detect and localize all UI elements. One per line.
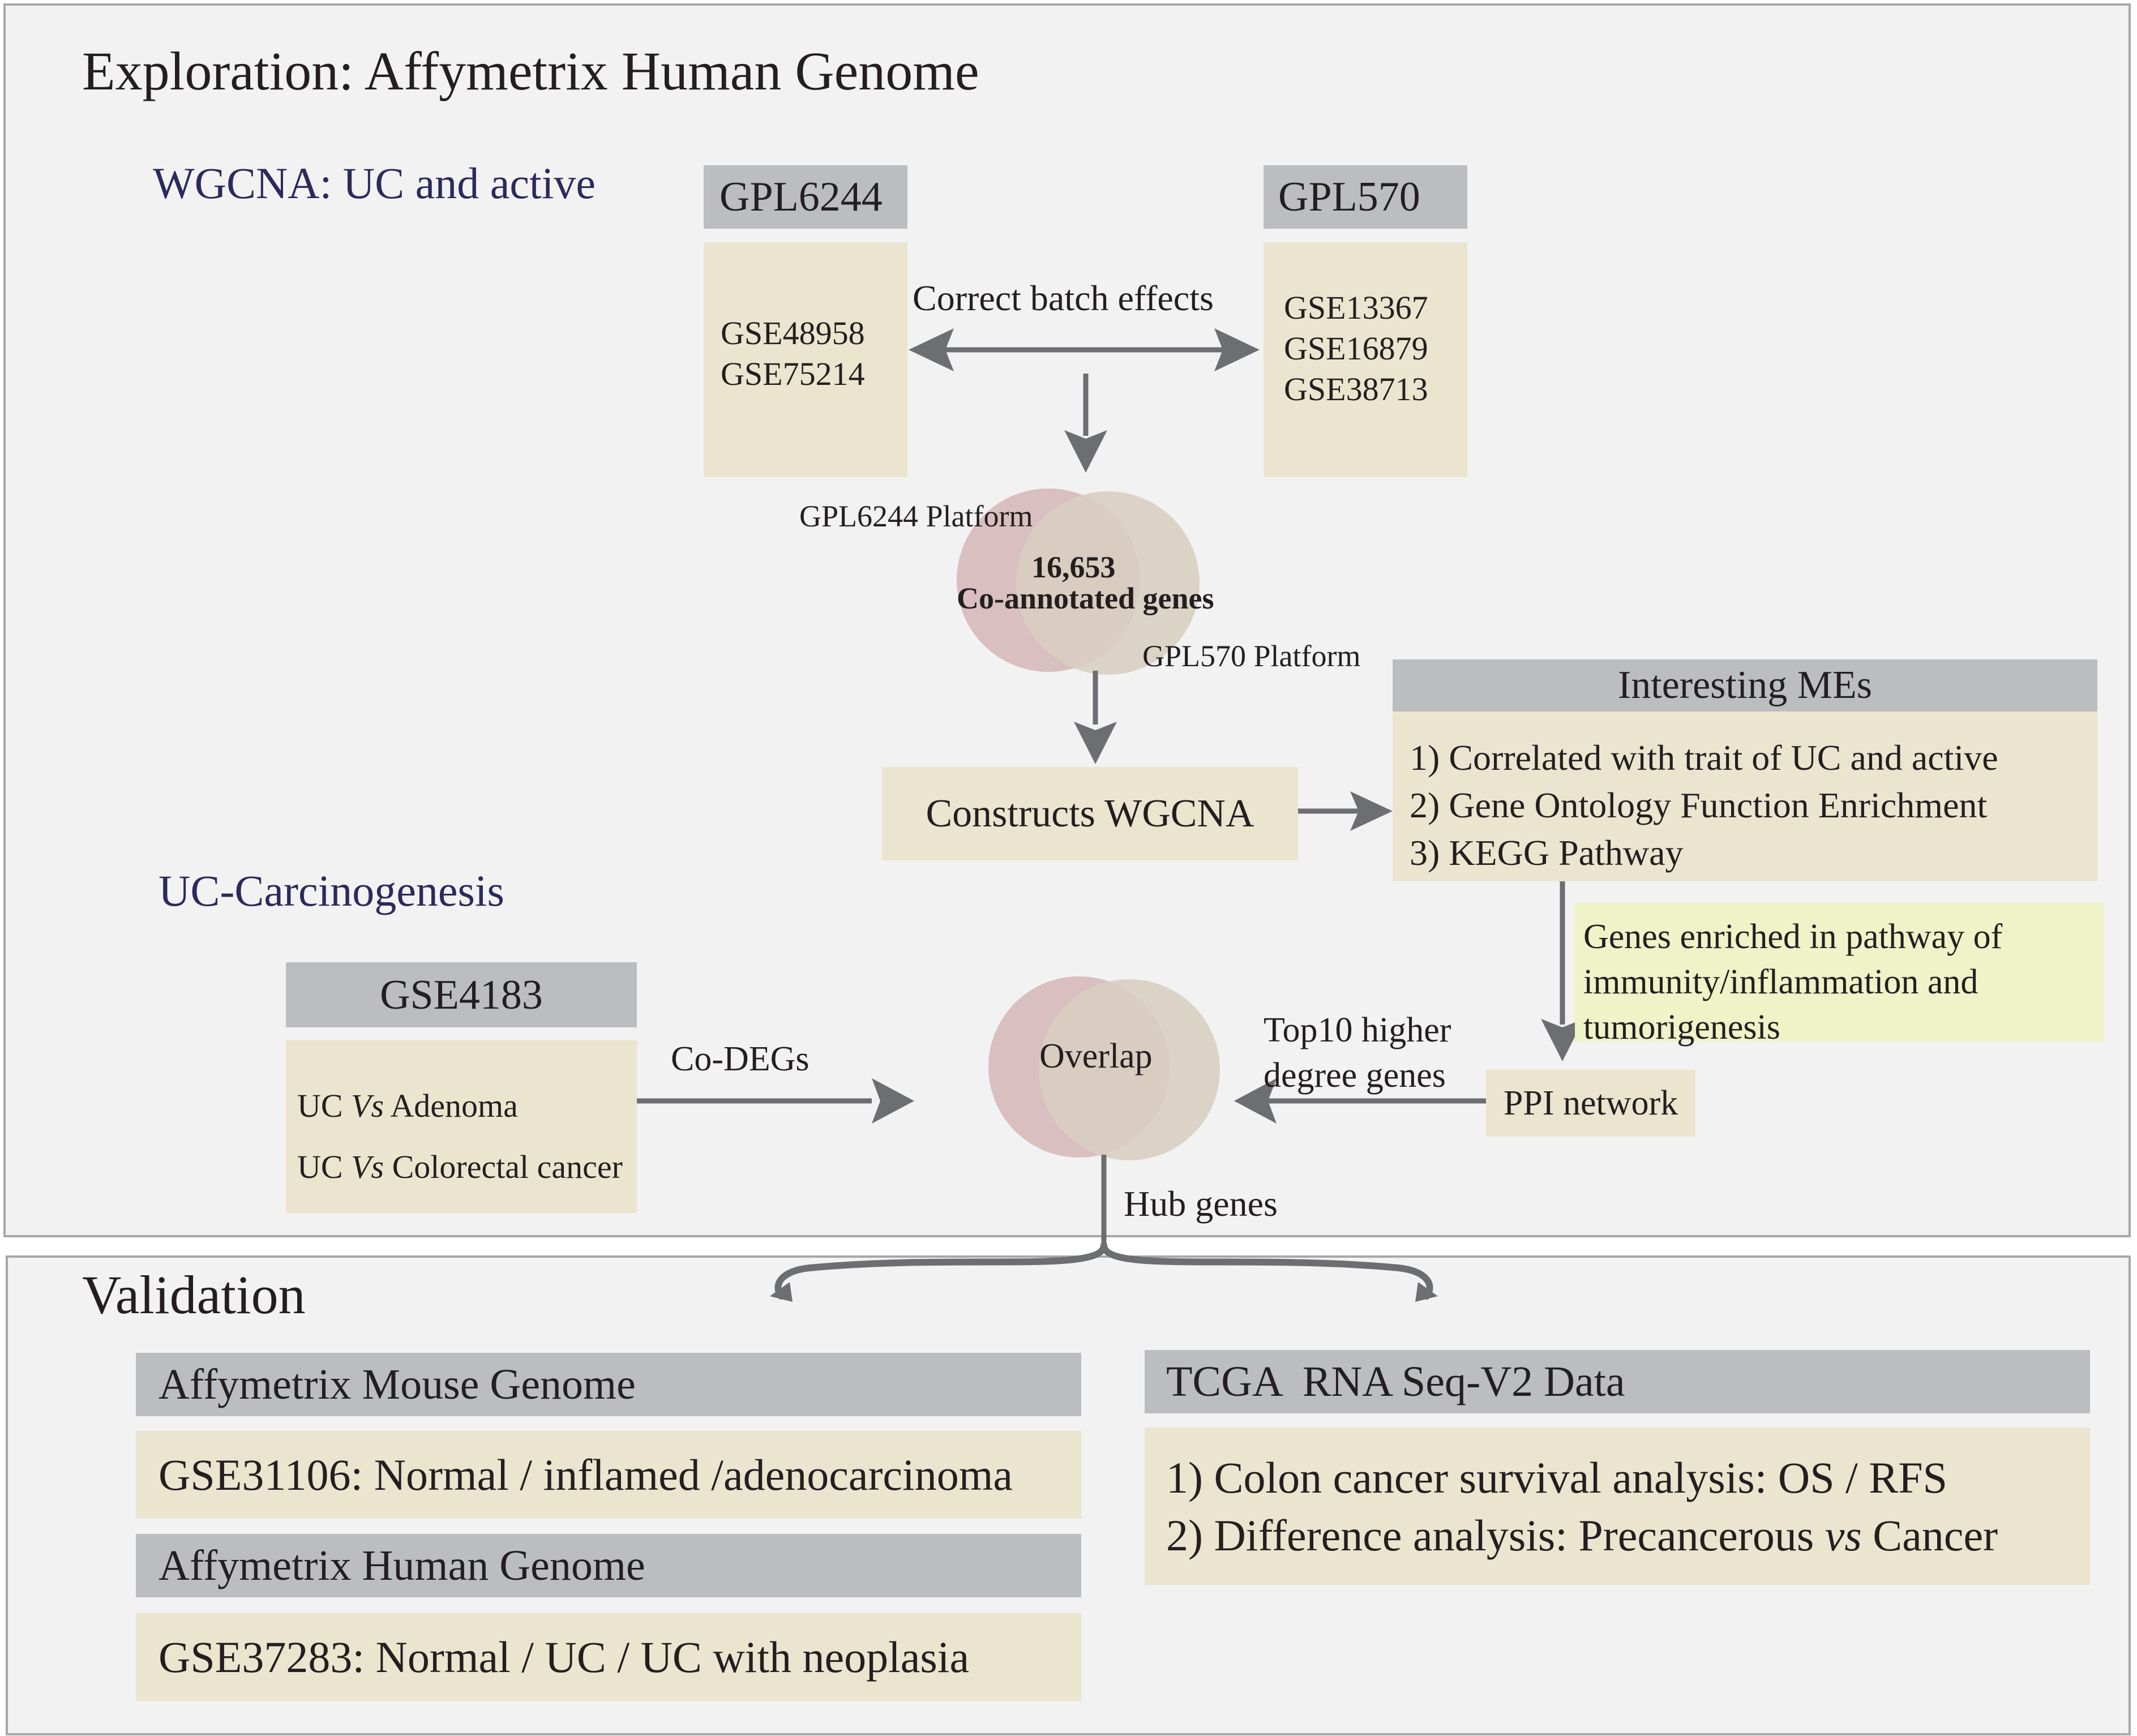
gse4183-comparisons-box: UC Vs Adenoma UC Vs Colorectal cancer bbox=[286, 1040, 637, 1213]
co-annotated-caption: Co-annotated genes bbox=[957, 581, 1214, 615]
arrow-to-ppi-head bbox=[1541, 1019, 1584, 1061]
gpl570-dataset: GSE38713 bbox=[1284, 371, 1428, 408]
ppi-to-overlap-head bbox=[1234, 1078, 1277, 1124]
gpl570-platform-label: GPL570 Platform bbox=[1142, 639, 1361, 673]
gse4183-header-text: GSE4183 bbox=[380, 971, 543, 1018]
down-arrow-venn-head bbox=[1064, 430, 1107, 473]
wgcna-section-label: WGCNA: UC and active bbox=[153, 158, 596, 208]
constructs-wgcna-text: Constructs WGCNA bbox=[926, 791, 1254, 835]
top10-label-line: degree genes bbox=[1264, 1056, 1446, 1095]
interesting-mes-box: 1) Correlated with trait of UC and activ… bbox=[1393, 711, 2097, 881]
tcga-item: 1) Colon cancer survival analysis: OS / … bbox=[1166, 1453, 1948, 1502]
mouse-genome-header-text: Affymetrix Mouse Genome bbox=[159, 1361, 636, 1408]
constructs-wgcna-box: Constructs WGCNA bbox=[882, 767, 1298, 860]
gpl6244-dataset: GSE75214 bbox=[721, 355, 865, 392]
tcga-box: 1) Colon cancer survival analysis: OS / … bbox=[1145, 1428, 2090, 1585]
gpl6244-dataset: GSE48958 bbox=[721, 315, 865, 352]
gpl570-header-text: GPL570 bbox=[1278, 174, 1420, 220]
human-genome-box: GSE37283: Normal / UC / UC with neoplasi… bbox=[136, 1613, 1081, 1701]
overlap-label: Overlap bbox=[1039, 1037, 1153, 1075]
tcga-header-text: TCGA RNA Seq-V2 Data bbox=[1166, 1358, 1625, 1405]
hub-genes-label: Hub genes bbox=[1124, 1184, 1278, 1224]
batch-effects-label: Correct batch effects bbox=[913, 278, 1214, 318]
human-genome-content: GSE37283: Normal / UC / UC with neoplasi… bbox=[159, 1632, 970, 1682]
mouse-genome-header: Affymetrix Mouse Genome bbox=[136, 1353, 1081, 1416]
venn2-right-circle bbox=[1039, 979, 1220, 1160]
validation-title: Validation bbox=[82, 1265, 306, 1325]
codegs-arrow-head bbox=[872, 1078, 914, 1124]
interesting-mes-header: Interesting MEs bbox=[1393, 659, 2097, 711]
gpl570-dataset: GSE16879 bbox=[1284, 330, 1428, 367]
arrow-to-interesting-head bbox=[1350, 791, 1393, 831]
human-genome-header-text: Affymetrix Human Genome bbox=[159, 1542, 645, 1589]
interesting-mes-item: 1) Correlated with trait of UC and activ… bbox=[1410, 738, 1998, 778]
human-genome-header: Affymetrix Human Genome bbox=[136, 1534, 1081, 1597]
ppi-network-text: PPI network bbox=[1503, 1084, 1678, 1122]
mouse-genome-box: GSE31106: Normal / inflamed /adenocarcin… bbox=[136, 1431, 1081, 1519]
mouse-genome-content: GSE31106: Normal / inflamed /adenocarcin… bbox=[159, 1450, 1013, 1499]
gpl570-header: GPL570 bbox=[1264, 165, 1467, 229]
ppi-network-box: PPI network bbox=[1486, 1070, 1695, 1137]
tcga-header: TCGA RNA Seq-V2 Data bbox=[1145, 1350, 2090, 1413]
tcga-item: 2) Difference analysis: Precancerous vs … bbox=[1166, 1511, 1998, 1560]
batch-arrow-right-head bbox=[1214, 328, 1260, 371]
gpl570-datasets-box: GSE13367 GSE16879 GSE38713 bbox=[1264, 242, 1467, 477]
gse4183-header: GSE4183 bbox=[286, 962, 637, 1027]
enriched-note-line: Genes enriched in pathway of bbox=[1583, 918, 2003, 956]
uc-carcinogenesis-label: UC-Carcinogenesis bbox=[159, 866, 504, 915]
batch-arrow-left-head bbox=[909, 328, 954, 371]
interesting-mes-item: 3) KEGG Pathway bbox=[1410, 833, 1684, 873]
top10-label: Top10 higher degree genes bbox=[1264, 1008, 1451, 1098]
top10-label-line: Top10 higher bbox=[1264, 1011, 1451, 1049]
gpl6244-platform-label: GPL6244 Platform bbox=[799, 499, 1033, 533]
venn1-gpl570-circle bbox=[1016, 491, 1200, 675]
gpl570-dataset: GSE13367 bbox=[1284, 289, 1428, 326]
enriched-note-line: tumorigenesis bbox=[1583, 1008, 1780, 1047]
co-degs-label: Co-DEGs bbox=[671, 1040, 810, 1078]
exploration-title: Exploration: Affymetrix Human Genome bbox=[82, 41, 979, 101]
co-annotated-count: 16,653 bbox=[1031, 550, 1116, 584]
interesting-mes-header-text: Interesting MEs bbox=[1617, 663, 1873, 707]
gpl6244-header-text: GPL6244 bbox=[720, 174, 883, 220]
gse4183-comparison: UC Vs Adenoma bbox=[297, 1087, 518, 1124]
down-arrow-construct-head bbox=[1074, 722, 1117, 764]
enriched-pathway-note: Genes enriched in pathway of immunity/in… bbox=[1575, 903, 2104, 1047]
gse4183-comparison: UC Vs Colorectal cancer bbox=[297, 1148, 623, 1185]
gpl6244-datasets-box: GSE48958 GSE75214 bbox=[704, 242, 907, 477]
hub-brace-right-tip bbox=[1415, 1282, 1438, 1302]
hub-brace-left-tip bbox=[770, 1282, 793, 1302]
gpl6244-header: GPL6244 bbox=[704, 165, 907, 229]
enriched-note-line: immunity/inflammation and bbox=[1583, 963, 1978, 1001]
hub-brace bbox=[774, 1242, 1433, 1300]
interesting-mes-item: 2) Gene Ontology Function Enrichment bbox=[1410, 785, 1988, 825]
